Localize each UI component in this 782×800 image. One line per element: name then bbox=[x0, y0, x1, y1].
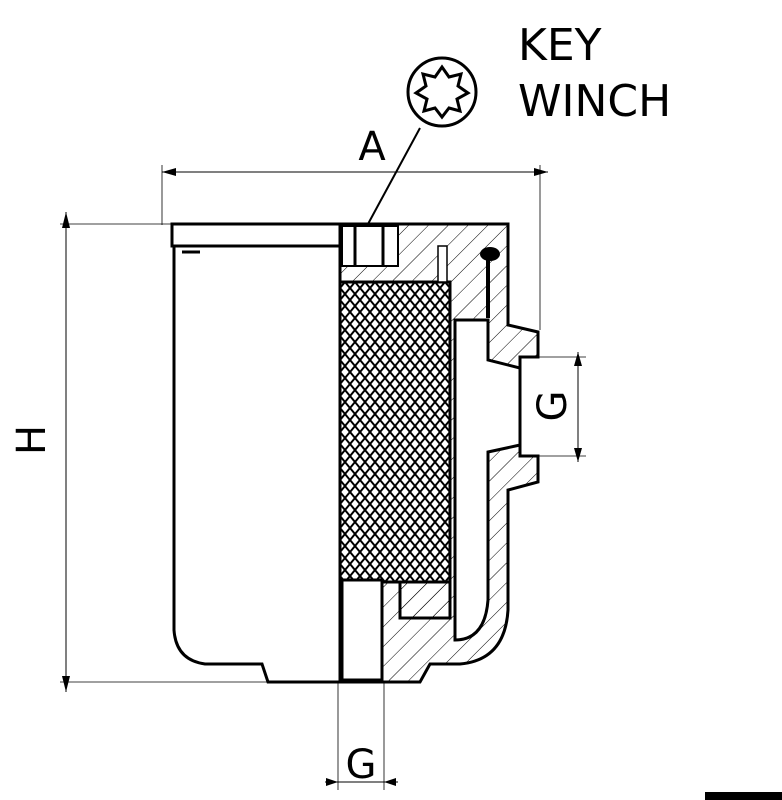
dimension-g-side: G bbox=[530, 352, 586, 462]
key-winch-label-line1: KEY bbox=[518, 20, 602, 71]
filter-body-exterior bbox=[170, 222, 342, 684]
key-winch-callout: KEY WINCH bbox=[367, 20, 671, 225]
key-winch-label-line2: WINCH bbox=[518, 76, 671, 127]
scale-bar bbox=[705, 792, 782, 800]
dimension-g-side-label: G bbox=[530, 391, 576, 422]
dimension-a: A bbox=[161, 124, 548, 330]
dimension-g-bottom: G bbox=[325, 682, 398, 790]
dimension-a-label: A bbox=[358, 124, 386, 170]
dimension-g-bottom-label: G bbox=[346, 742, 377, 788]
dimension-h-label: H bbox=[9, 425, 55, 455]
filter-section bbox=[338, 222, 540, 684]
